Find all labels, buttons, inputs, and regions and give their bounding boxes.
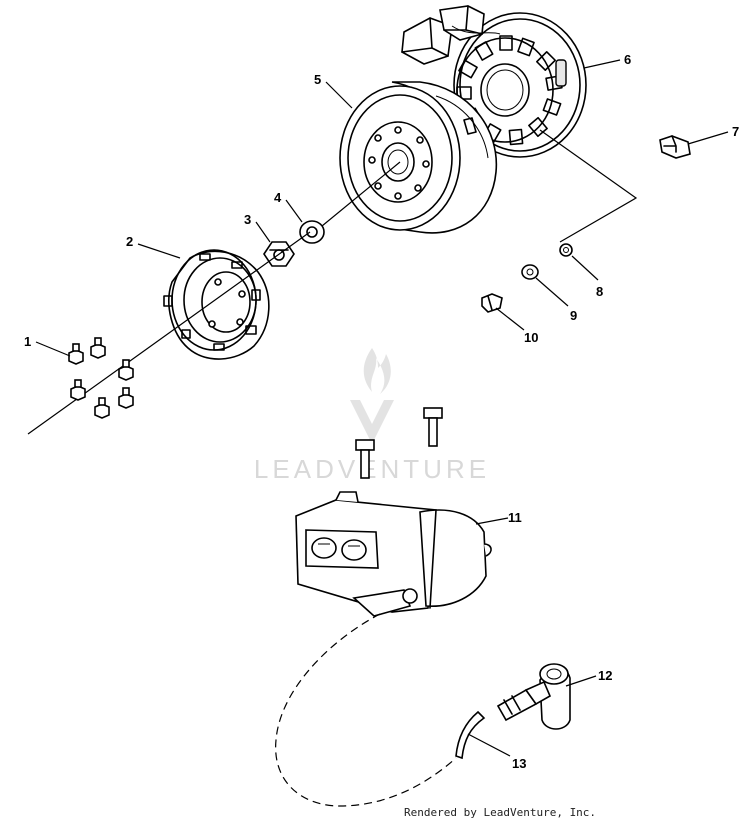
part-9-washer xyxy=(521,264,539,280)
callout-1: 1 xyxy=(24,334,31,349)
callout-3: 3 xyxy=(244,212,251,227)
cdi-mount-bolts xyxy=(355,407,443,479)
callout-11: 11 xyxy=(508,510,522,525)
watermark: LEADVENTURE xyxy=(254,348,490,484)
part-11-cdi-unit xyxy=(295,491,492,617)
callout-labels: 1 2 3 4 5 6 7 8 9 10 11 12 13 xyxy=(24,52,739,771)
part-4-washer xyxy=(299,220,325,244)
part-6-stator xyxy=(401,5,587,158)
stator-mount-line xyxy=(539,129,638,243)
leader-lines xyxy=(35,59,729,757)
part-2-starter-cup xyxy=(163,249,270,360)
callout-12: 12 xyxy=(598,668,612,683)
callout-2: 2 xyxy=(126,234,133,249)
part-1-bolts xyxy=(68,337,134,419)
callout-5: 5 xyxy=(314,72,321,87)
callout-9: 9 xyxy=(570,308,577,323)
callout-4: 4 xyxy=(274,190,282,205)
part-5-flywheel xyxy=(339,81,498,234)
part-7-clip xyxy=(659,135,691,159)
part-10-screw xyxy=(481,293,503,313)
part-13-ignition-wire xyxy=(275,613,486,807)
rendered-by-footer: Rendered by LeadVenture, Inc. xyxy=(404,806,597,819)
callout-8: 8 xyxy=(596,284,603,299)
assembly-axis-line xyxy=(27,161,401,435)
callout-7: 7 xyxy=(732,124,739,139)
part-12-spark-plug-cap xyxy=(496,663,571,730)
callout-13: 13 xyxy=(512,756,526,771)
part-8-lock-washer xyxy=(559,243,573,257)
watermark-text: LEADVENTURE xyxy=(254,454,490,484)
callout-6: 6 xyxy=(624,52,631,67)
callout-10: 10 xyxy=(524,330,538,345)
